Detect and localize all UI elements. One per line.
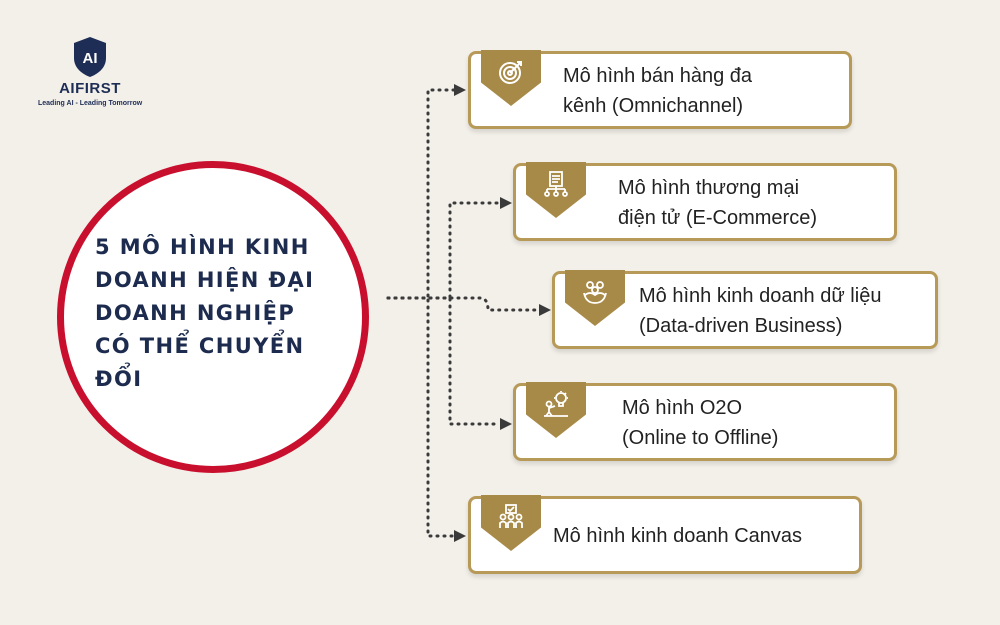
card-title-line2: kênh (Omnichannel) — [563, 95, 744, 117]
document-icon — [544, 171, 568, 197]
connector-3 — [386, 296, 541, 312]
model-card-o2o: Mô hình O2O (Online to Offline) — [513, 382, 897, 461]
people-icon — [499, 504, 523, 528]
brand-tagline: Leading AI - Leading Tomorrow — [38, 100, 143, 107]
card-badge — [526, 162, 586, 218]
arrowhead-5 — [454, 530, 466, 542]
card-text: Mô hình thương mại điện tử (E-Commerce) — [618, 173, 817, 233]
arrowhead-1 — [454, 84, 466, 96]
card-title-line2: điện tử (E-Commerce) — [618, 207, 817, 229]
card-badge — [565, 270, 625, 326]
connector-4 — [386, 296, 502, 426]
card-text: Mô hình kinh doanh Canvas — [553, 521, 802, 551]
brand-logo: AI AIFIRST Leading AI - Leading Tomorrow — [38, 36, 142, 107]
card-badge — [481, 50, 541, 106]
model-card-canvas: Mô hình kinh doanh Canvas — [468, 495, 862, 574]
shield-logo-icon: AI — [74, 37, 106, 77]
card-title-line1: Mô hình thương mại — [618, 177, 800, 199]
card-title-line1: Mô hình kinh doanh Canvas — [553, 525, 803, 547]
central-circle: 5 MÔ HÌNH KINH DOANH HIỆN ĐẠI DOANH NGHI… — [57, 161, 369, 473]
idea-icon — [544, 391, 568, 417]
arrowhead-4 — [500, 418, 512, 430]
brand-name: AIFIRST — [59, 80, 121, 97]
card-title-line1: Mô hình kinh doanh dữ liệu — [639, 285, 882, 307]
card-title-line1: Mô hình O2O — [622, 397, 743, 419]
model-card-omnichannel: Mô hình bán hàng đa kênh (Omnichannel) — [468, 50, 852, 129]
card-text: Mô hình O2O (Online to Offline) — [622, 393, 778, 453]
model-card-data-driven: Mô hình kinh doanh dữ liệu (Data-driven … — [552, 270, 938, 349]
connector-2 — [386, 201, 502, 300]
arrowhead-2 — [500, 197, 512, 209]
card-badge — [481, 495, 541, 551]
connector-1 — [386, 88, 456, 300]
card-text: Mô hình kinh doanh dữ liệu (Data-driven … — [639, 281, 881, 341]
central-title: 5 MÔ HÌNH KINH DOANH HIỆN ĐẠI DOANH NGHI… — [95, 234, 315, 391]
connector-5 — [386, 296, 456, 538]
target-icon — [499, 61, 522, 84]
logo-monogram: AI — [83, 50, 98, 67]
card-title-line1: Mô hình bán hàng đa — [563, 65, 753, 87]
model-card-ecommerce: Mô hình thương mại điện tử (E-Commerce) — [513, 162, 897, 241]
card-title-line2: (Data-driven Business) — [639, 315, 843, 337]
card-badge — [526, 382, 586, 438]
team-icon — [583, 281, 607, 304]
card-text: Mô hình bán hàng đa kênh (Omnichannel) — [563, 61, 752, 121]
arrowhead-3 — [539, 304, 551, 316]
card-title-line2: (Online to Offline) — [622, 427, 779, 449]
